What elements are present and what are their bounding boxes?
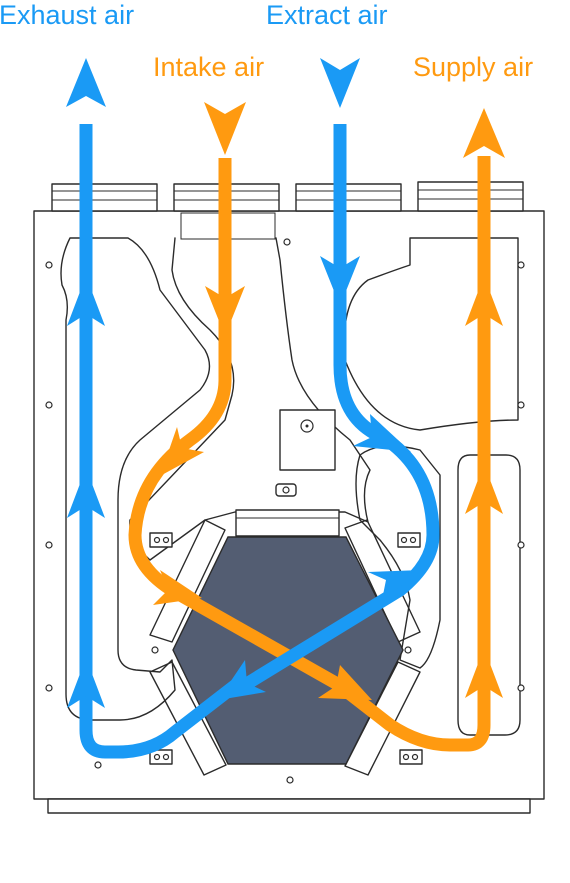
arrowhead-icon [66, 58, 106, 708]
left-chamber [60, 237, 211, 721]
exchanger-top-block [235, 509, 340, 537]
air-flows [66, 58, 505, 759]
arrowhead-icon [153, 102, 372, 700]
right-chamber [343, 237, 519, 431]
duct-collar-3 [295, 183, 402, 212]
exhaust-air-label: Exhaust air [0, 0, 134, 30]
supply-air-flow [341, 156, 491, 752]
arrowhead-icon [463, 108, 505, 698]
mounting-holes [45, 238, 525, 784]
unit-housing [33, 181, 545, 814]
exchanger-frame-lower-left [149, 661, 227, 776]
supply-air-label: Supply air [413, 52, 533, 82]
intake-air-label: Intake air [153, 52, 264, 82]
duct-collar-4 [417, 181, 524, 212]
base-plinth [47, 798, 531, 814]
extract-air-label: Extract air [266, 0, 388, 30]
control-box [279, 409, 336, 471]
arrowhead-icon [218, 58, 422, 700]
intake-air-flow [128, 158, 352, 696]
extract-air-flow [236, 124, 440, 694]
latch-tab [149, 532, 423, 765]
right-lower-chamber [457, 454, 521, 736]
duct-collar-1 [51, 183, 158, 212]
exhaust-air-flow [79, 124, 245, 759]
center-chamber [129, 237, 371, 561]
exchanger-frame-upper-left [149, 519, 226, 643]
